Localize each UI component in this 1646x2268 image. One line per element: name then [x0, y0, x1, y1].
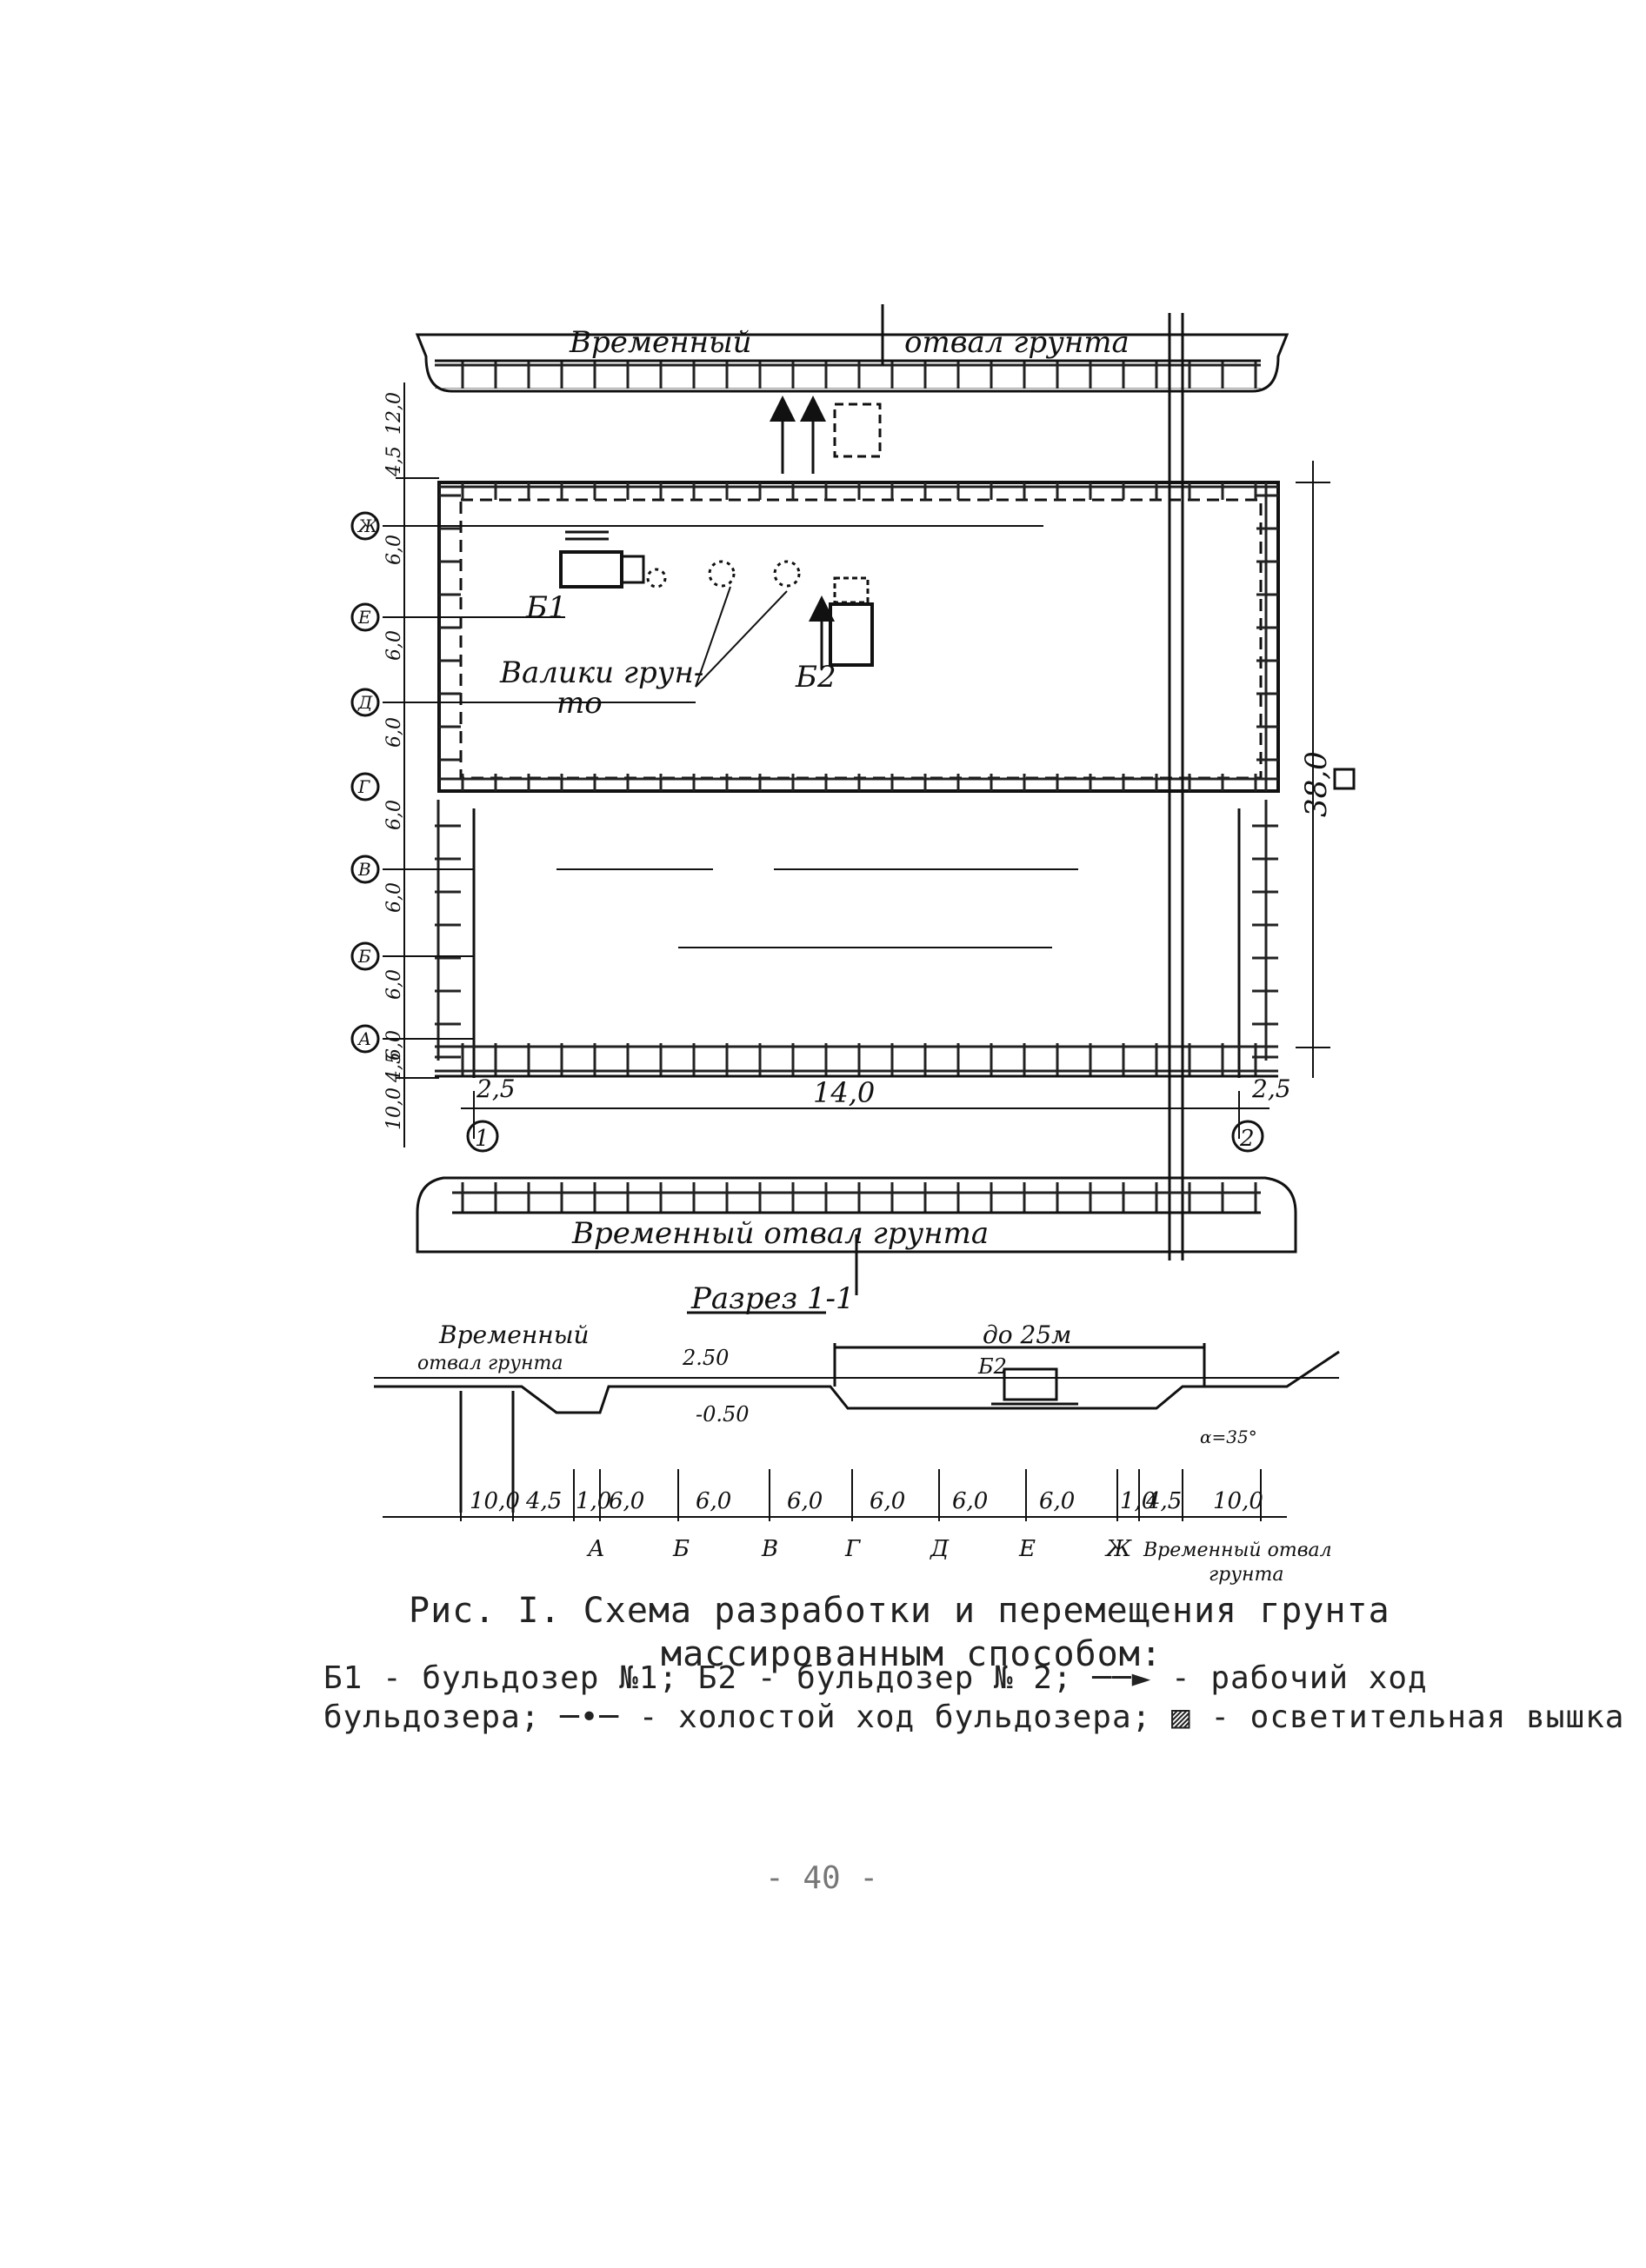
ramp-top — [770, 396, 882, 474]
section-slope-label: α=35° — [1200, 1427, 1257, 1447]
left-dim-label: 6,0 — [383, 800, 405, 830]
section-spoil-right-1: Временный отвал — [1143, 1540, 1332, 1561]
section-axis-letter: Ж — [1104, 1536, 1132, 1562]
bulldozer-b2-icon — [809, 576, 874, 669]
axis-2-label: 2 — [1239, 1126, 1255, 1152]
legend-line2: бульдозера; ─•─ - холостой ход бульдозер… — [323, 1699, 1625, 1735]
pit-top-part — [437, 481, 1280, 793]
left-dim-label: 4,5 — [383, 446, 405, 477]
section-dim-label: 6,0 — [787, 1488, 823, 1514]
lighting-tower-icon — [1333, 768, 1356, 790]
bulldozer-b1-icon — [559, 530, 645, 589]
section-title: Разрез 1-1 — [690, 1281, 855, 1316]
section-axis-letter: В — [761, 1536, 778, 1562]
section-axis-letter: А — [586, 1536, 605, 1562]
left-axis-letter: Г — [357, 776, 370, 797]
left-dim-label: 6,0 — [383, 1030, 405, 1061]
section-dim-label: 6,0 — [696, 1488, 731, 1514]
left-axis-letter: Ж — [357, 515, 378, 536]
bulldozer-b1-label: Б1 — [525, 590, 567, 625]
left-dim-label: 6,0 — [383, 630, 405, 661]
section-spoil-right-2: грунта — [1209, 1564, 1283, 1586]
section-dim-label: 1,0 — [1120, 1488, 1156, 1514]
section-dim-label: 6,0 — [870, 1488, 905, 1514]
left-axis-letter: Д — [357, 692, 373, 713]
left-axis-circles — [350, 511, 380, 1054]
page-number: - 40 - — [765, 1860, 879, 1896]
bottom-dimension-line — [461, 1091, 1269, 1139]
left-dim-label: 6,0 — [383, 717, 405, 748]
dim-width-label: 14,0 — [813, 1076, 875, 1109]
section-b2-label: Б2 — [977, 1354, 1007, 1379]
left-dim-label: 6,0 — [383, 969, 405, 1000]
top-spoil-label-right: отвал грунта — [904, 325, 1130, 360]
left-dim-label: 12,0 — [383, 392, 405, 435]
caption-title-line1: Рис. I. Схема разработки и перемещения г… — [409, 1591, 1390, 1631]
dim-right-bottom-label: 2,5 — [1251, 1074, 1291, 1103]
left-axis-letter: А — [357, 1028, 371, 1049]
bottom-spoil-bank — [416, 1176, 1297, 1254]
axis-1-label: 1 — [475, 1126, 490, 1152]
axis-marker-2 — [1231, 1120, 1264, 1153]
left-axis-letter: Б — [357, 946, 371, 967]
bulldozer-b2-label: Б2 — [795, 660, 836, 695]
section-dim-label: 6,0 — [1039, 1488, 1075, 1514]
section-dim-label: 6,0 — [952, 1488, 988, 1514]
windrows — [646, 560, 801, 589]
section-dim-label: 1,0 — [576, 1488, 611, 1514]
top-spoil-label-left: Временный — [569, 325, 752, 360]
section-dim-label: 4,5 — [1145, 1488, 1182, 1514]
legend-line1: Б1 - бульдозер №1; Б2 - бульдозер № 2; ─… — [323, 1660, 1428, 1696]
left-dim-label: 6,0 — [383, 535, 405, 565]
left-dimension-line — [396, 382, 439, 1147]
section-axis-letter: Б — [672, 1536, 690, 1562]
section-spoil-left-1: Временный — [438, 1320, 590, 1349]
section-dim-label: 6,0 — [609, 1488, 644, 1514]
section-bulldozer-icon — [1003, 1367, 1058, 1401]
axis-lines — [383, 525, 1043, 1040]
left-dim-label: 6,0 — [383, 882, 405, 913]
right-dimension-line — [1296, 461, 1330, 1078]
left-axis-letter: В — [357, 859, 371, 880]
windrows-label-line1: Валики грун- — [499, 655, 703, 690]
section-spoil-left-2: отвал грунта — [417, 1353, 563, 1374]
section-width-label: до 25м — [983, 1320, 1071, 1349]
section-dim-label: 10,0 — [470, 1488, 520, 1514]
windrows-label-line2: то — [556, 686, 603, 721]
section-elev-bottom: -0.50 — [696, 1402, 750, 1427]
caption-title-line2: массированным способом: — [661, 1634, 1163, 1674]
axis-marker-1 — [466, 1120, 499, 1153]
plan-view — [350, 304, 1356, 1295]
pit-lower-part — [435, 800, 1278, 1078]
section-axis-letter: Д — [930, 1536, 950, 1562]
section-elev-top: 2.50 — [682, 1346, 729, 1370]
top-spoil-bank — [415, 333, 1289, 393]
section-dim-label: 4,5 — [525, 1488, 562, 1514]
left-axis-letter: Е — [357, 607, 371, 628]
section-view — [374, 1311, 1340, 1521]
left-dim-label: 10,0 — [383, 1087, 405, 1130]
dim-left-bottom-label: 2,5 — [476, 1074, 516, 1103]
left-dim-label: 4,5 — [383, 1052, 405, 1083]
bottom-spoil-label: Временный отвал грунта — [571, 1216, 989, 1251]
section-axis-letter: Г — [844, 1536, 861, 1562]
section-dim-label: 10,0 — [1213, 1488, 1263, 1514]
section-axis-letter: Е — [1018, 1536, 1036, 1562]
dim-right-label: 38,0 — [1299, 751, 1334, 817]
